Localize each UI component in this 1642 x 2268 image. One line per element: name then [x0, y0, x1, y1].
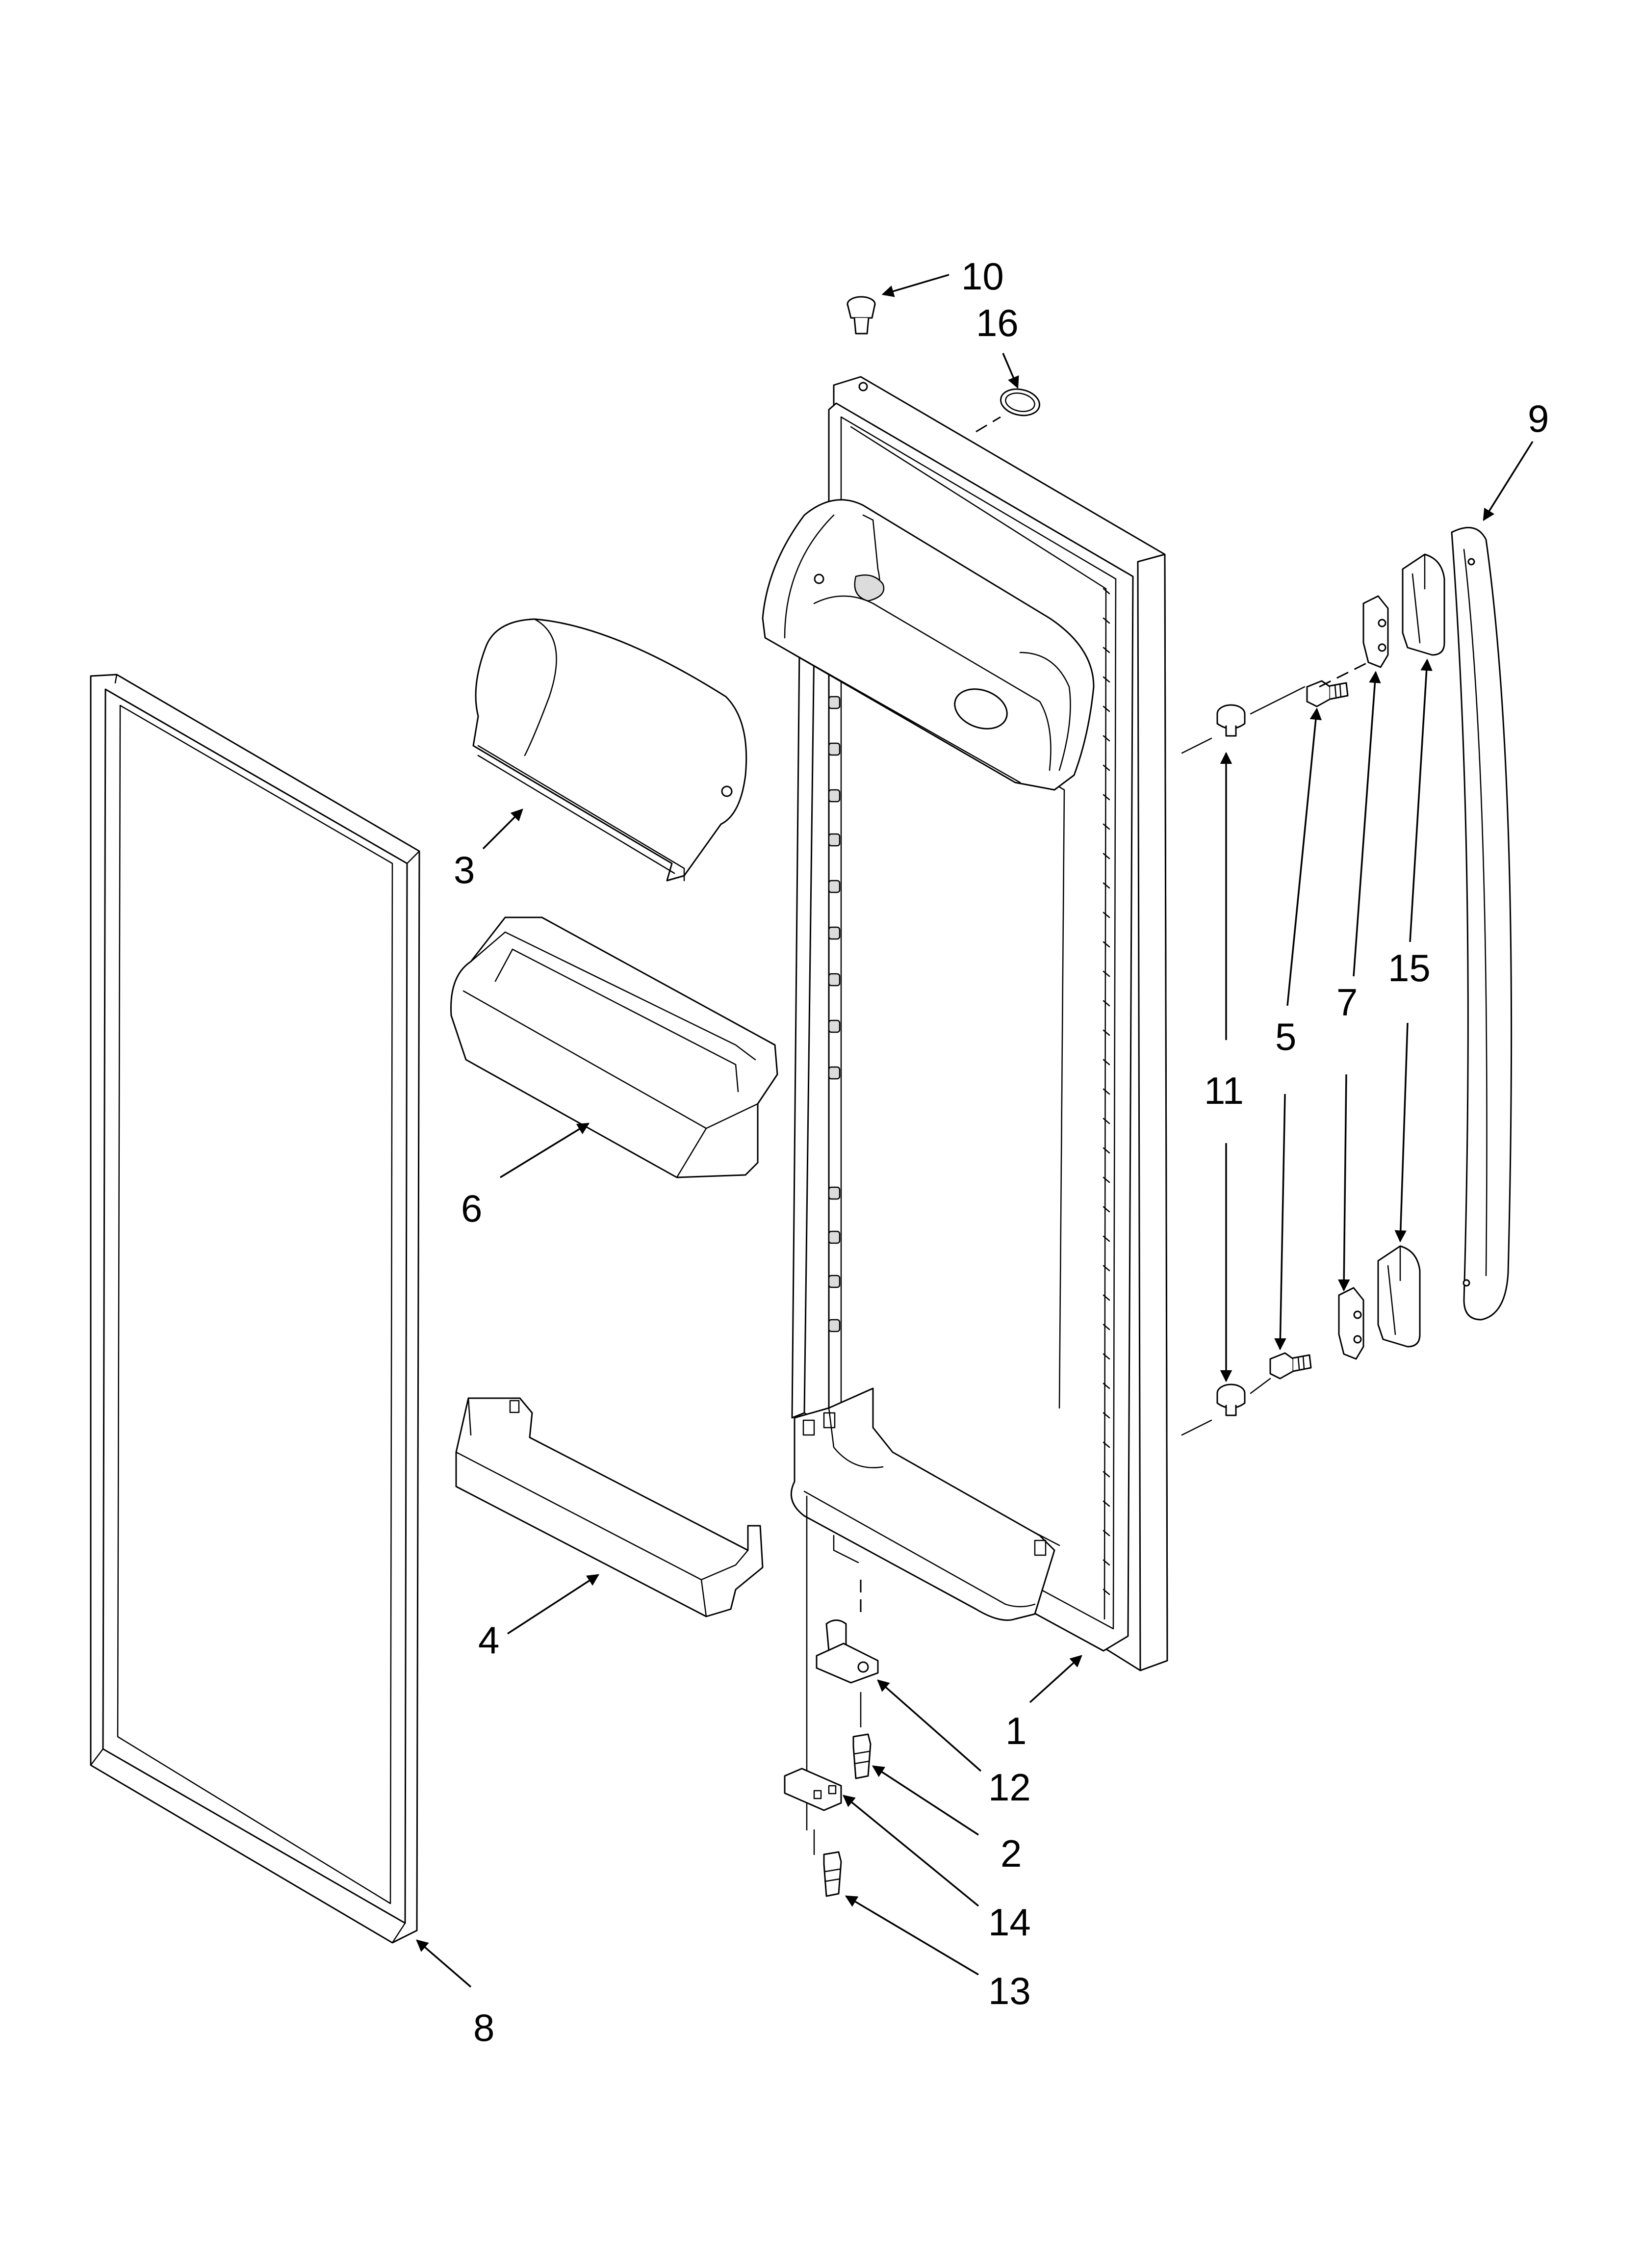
handle-bracket-bottom: [1338, 1287, 1364, 1360]
handle-mount-top: [1402, 553, 1445, 656]
callout-14: 14: [988, 1901, 1031, 1944]
leader-7-down: [1338, 1074, 1350, 1292]
callout-8: 8: [473, 2006, 494, 2049]
screw-bottom: [1269, 1352, 1312, 1380]
leader-9: [1483, 441, 1534, 521]
washer: [1000, 388, 1040, 417]
stud-bottom-lines: [1181, 1378, 1271, 1436]
handle-bracket-top: [1362, 595, 1389, 668]
callout-10: 10: [961, 255, 1004, 298]
callout-labels: 10 16 9 3 6 4 1 12 2 14 13 8 11 5 7 15: [454, 255, 1549, 2049]
leader-7-up: [1353, 671, 1381, 977]
washer-dash-line: [975, 416, 1001, 433]
leader-10: [881, 274, 949, 297]
dairy-door: [472, 618, 747, 882]
callout-11: 11: [1204, 1069, 1244, 1112]
handle-stud-top: [1216, 704, 1246, 737]
callout-5: 5: [1275, 1015, 1296, 1058]
callout-16: 16: [976, 301, 1019, 344]
callout-4: 4: [478, 1618, 499, 1662]
leader-lines: [416, 274, 1534, 1988]
door-bin: [450, 916, 778, 1178]
door-shelf-bar: [455, 1397, 764, 1617]
stud-top-lines: [1181, 686, 1306, 754]
leader-5-up: [1286, 707, 1322, 1006]
liner-dimples: [828, 696, 841, 1332]
leader-1: [1029, 1655, 1082, 1703]
handle-mount-bottom: [1377, 1245, 1421, 1348]
callout-15: 15: [1388, 946, 1431, 990]
screw-top-dash-line: [1319, 661, 1369, 688]
leader-3: [482, 808, 523, 850]
refrigerator-door: [762, 376, 1168, 1671]
leader-14: [843, 1795, 979, 1907]
leader-2: [872, 1765, 979, 1836]
callout-12: 12: [988, 1766, 1031, 1809]
bottom-hinge: [816, 1619, 879, 1684]
screw-top: [1306, 680, 1349, 707]
leader-8: [416, 1939, 472, 1988]
leader-5-down: [1274, 1094, 1286, 1351]
callout-2: 2: [1001, 1832, 1022, 1875]
callout-9: 9: [1528, 397, 1549, 440]
callout-3: 3: [454, 848, 475, 891]
callout-13: 13: [988, 1969, 1031, 2012]
leader-12: [877, 1679, 982, 1772]
leader-15-down: [1394, 1022, 1409, 1243]
callout-7: 7: [1336, 981, 1358, 1024]
hinge-guide-line: [833, 1535, 859, 1564]
shim-screw: [823, 1851, 842, 1897]
door-gasket: [90, 674, 420, 1944]
leader-13: [845, 1895, 979, 1976]
hinge-screw: [852, 1733, 872, 1779]
hinge-bushing: [847, 296, 876, 335]
leader-4: [507, 1574, 600, 1635]
callout-6: 6: [461, 1187, 482, 1230]
handle-stud-bottom: [1216, 1383, 1246, 1416]
leader-15-up: [1409, 658, 1433, 942]
hinge-shim: [784, 1768, 842, 1811]
callout-1: 1: [1005, 1709, 1026, 1752]
door-handle: [1451, 526, 1513, 1321]
leader-6: [500, 1122, 590, 1178]
leader-16: [1002, 353, 1019, 389]
